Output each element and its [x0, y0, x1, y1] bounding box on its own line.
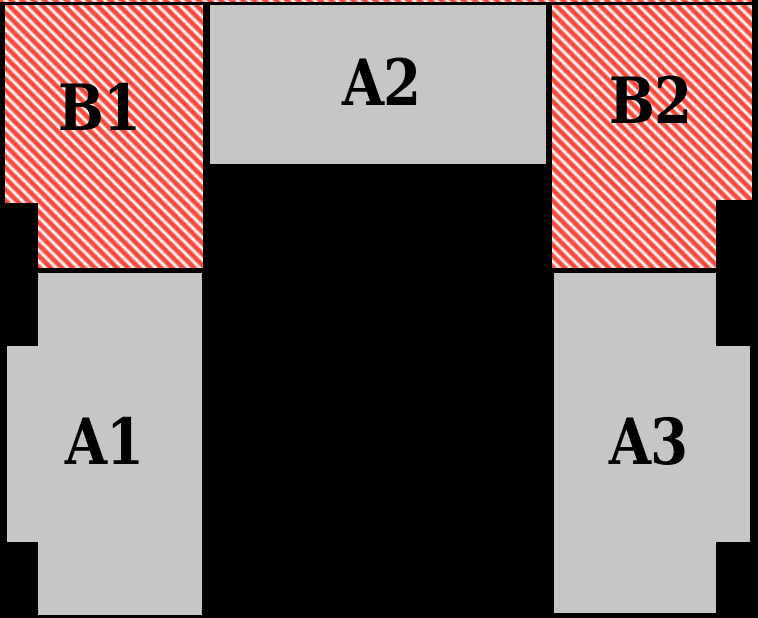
region-a2-room — [210, 5, 546, 164]
region-a1-room — [7, 273, 202, 615]
top-hatch-sliver — [0, 0, 752, 2]
region-b1-hatched — [5, 5, 203, 268]
region-a2-label: A2 — [341, 46, 421, 121]
region-b1-label: B1 — [57, 71, 141, 146]
region-b2-label: B2 — [608, 64, 692, 139]
region-a3-label: A3 — [608, 405, 688, 480]
region-a1-label: A1 — [64, 405, 144, 480]
